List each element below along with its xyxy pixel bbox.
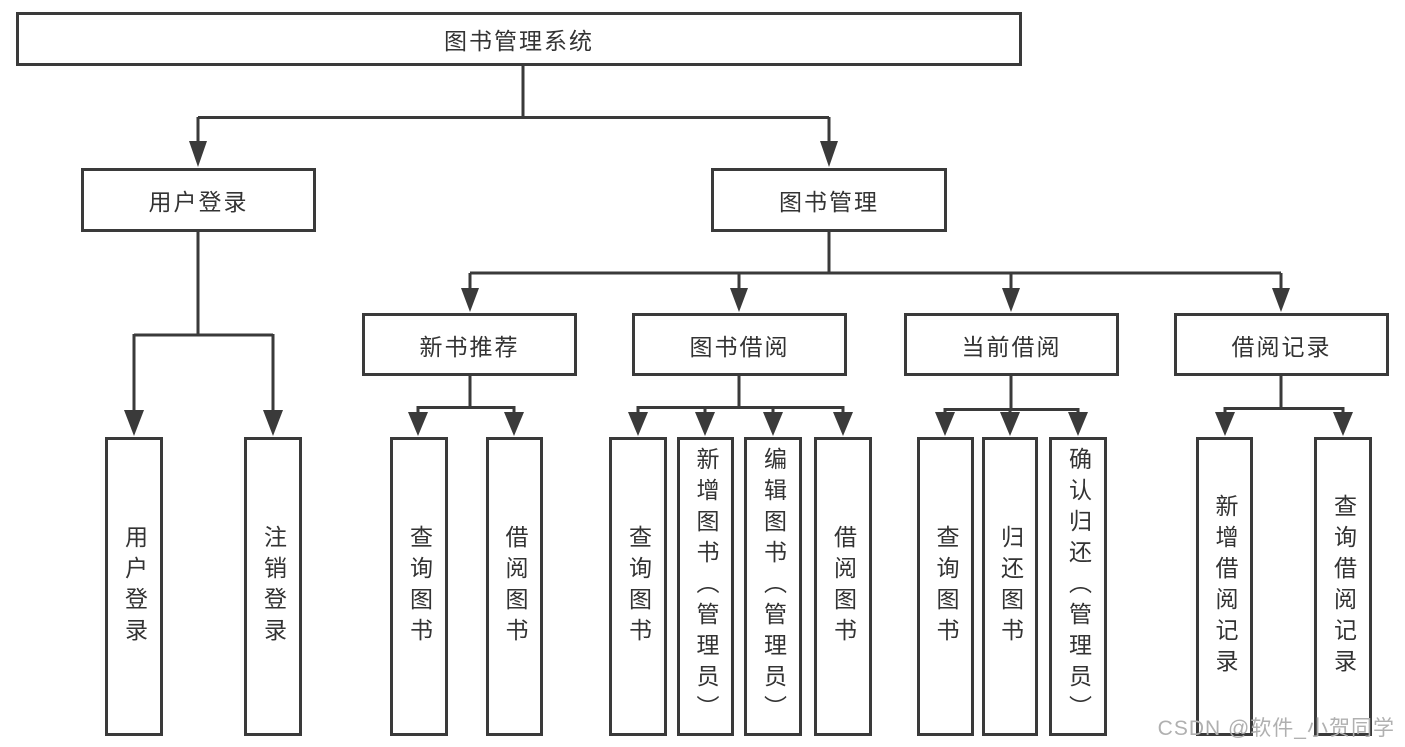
node-label: 用户登录 (148, 189, 249, 215)
node-book-borrow: 图书借阅 (632, 313, 847, 376)
node-label: 借阅图书 (502, 524, 528, 649)
node-book-management: 图书管理 (711, 168, 947, 232)
leaf-query-borrow-record: 查询借阅记录 (1314, 437, 1372, 736)
leaf-query-books-current: 查询图书 (917, 437, 974, 736)
node-user-login: 用户登录 (81, 168, 316, 232)
leaf-add-books-admin: 新增图书（管理员） (677, 437, 734, 736)
node-label: 编辑图书（管理员） (760, 447, 787, 726)
arrowheads (124, 141, 1353, 436)
node-label: 查询图书 (625, 524, 652, 649)
node-label: 用户登录 (121, 524, 148, 649)
leaf-edit-books-admin: 编辑图书（管理员） (744, 437, 802, 736)
node-label: 当前借阅 (961, 333, 1062, 360)
node-current-borrow: 当前借阅 (904, 313, 1119, 376)
node-borrow-records: 借阅记录 (1174, 313, 1389, 376)
node-label: 新增借阅记录 (1212, 493, 1238, 680)
connector-borrow-records-children (1223, 376, 1345, 418)
connector-user-login-children (132, 232, 275, 414)
leaf-confirm-return-admin: 确认归还（管理员） (1049, 437, 1107, 736)
node-label: 确认归还（管理员） (1065, 447, 1092, 726)
node-label: 借阅图书 (830, 524, 857, 649)
connector-new-book-recommend-children (416, 376, 516, 418)
node-label: 图书管理 (779, 189, 879, 215)
leaf-borrow-books-recommend: 借阅图书 (486, 437, 543, 736)
node-label: 图书借阅 (689, 333, 790, 360)
node-new-book-recommend: 新书推荐 (362, 313, 577, 376)
connector-book-management-children (468, 232, 1283, 290)
csdn-watermark: CSDN @软件_小贺同学 (1157, 717, 1395, 740)
node-label: 新增图书（管理员） (693, 447, 719, 726)
leaf-add-borrow-record: 新增借阅记录 (1196, 437, 1253, 736)
node-label: 注销登录 (260, 524, 287, 649)
node-label: 查询借阅记录 (1330, 493, 1357, 680)
node-label: 新书推荐 (419, 333, 520, 360)
connector-book-borrow-children (636, 376, 845, 418)
leaf-return-books: 归还图书 (982, 437, 1038, 736)
connector-root-to-level2 (196, 66, 831, 144)
leaf-user-login: 用户登录 (105, 437, 163, 736)
node-label: 图书管理系统 (444, 28, 594, 54)
leaf-query-books-recommend: 查询图书 (390, 437, 448, 736)
leaf-borrow-books: 借阅图书 (814, 437, 872, 736)
node-label: 归还图书 (997, 524, 1024, 649)
node-label: 借阅记录 (1231, 333, 1332, 360)
connector-current-borrow-children (943, 376, 1080, 418)
node-library-management-system: 图书管理系统 (16, 12, 1022, 66)
node-label: 查询图书 (406, 524, 433, 649)
node-label: 查询图书 (933, 524, 959, 649)
leaf-query-books-borrow: 查询图书 (609, 437, 667, 736)
leaf-logout: 注销登录 (244, 437, 302, 736)
